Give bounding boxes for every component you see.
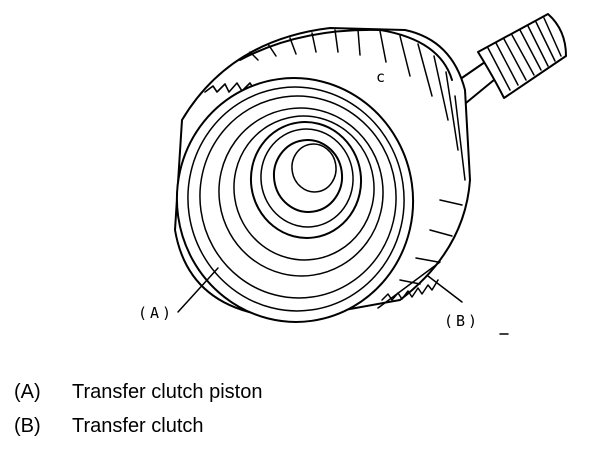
leader-line-a [177,267,219,313]
drum-ribs [249,29,466,285]
transfer-clutch-piston [175,77,415,323]
legend-key-b: (B) [14,415,41,437]
shaft-splines [487,17,562,91]
legend-item-b: (B) Transfer clutch [14,414,204,438]
legend-item-a: (A) Transfer clutch piston [14,380,262,404]
legend-key-a: (A) [14,381,41,403]
callout-a: (A) [138,304,174,322]
callout-b: (B) [444,312,480,330]
legend-text-a: Transfer clutch piston [72,381,263,403]
legend-text-b: Transfer clutch [72,415,204,437]
part-marking: c [376,68,385,86]
transfer-clutch [377,261,441,309]
leader-line-b [427,275,463,303]
